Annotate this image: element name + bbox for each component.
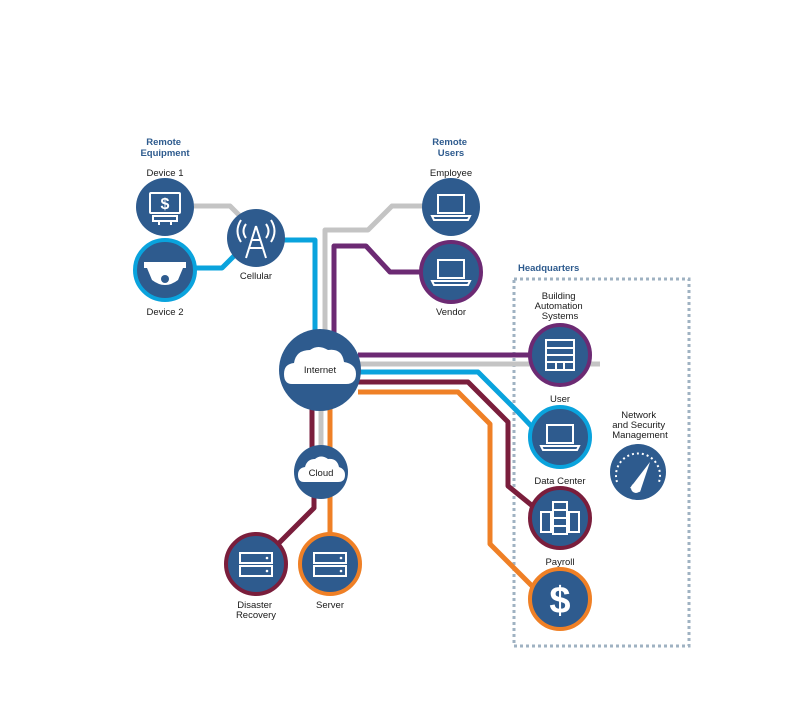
node-data-center	[528, 486, 592, 550]
line-cloud-disaster	[274, 494, 317, 548]
headquarters-header: Headquarters	[518, 263, 579, 274]
server-rack-icon	[540, 501, 580, 535]
label-data-center: Data Center	[534, 476, 585, 487]
label-device1: Device 1	[147, 168, 184, 179]
node-cloud	[294, 445, 348, 499]
pos-terminal-icon	[149, 192, 181, 225]
laptop-icon	[430, 259, 472, 286]
node-cellular	[227, 209, 285, 267]
line-internet-payroll	[358, 389, 534, 588]
security-camera-icon	[144, 262, 186, 285]
node-disaster-recovery	[224, 532, 288, 596]
gauge-icon	[615, 452, 661, 493]
node-server	[298, 532, 362, 596]
cloud-icon	[284, 347, 356, 384]
label-disaster-recovery: Disaster Recovery	[236, 600, 276, 621]
dollar-icon: $	[549, 580, 570, 622]
node-network-security	[610, 444, 666, 500]
label-payroll: Payroll	[545, 557, 574, 568]
label-server: Server	[316, 600, 344, 611]
headquarters-box	[512, 277, 691, 648]
label-device2: Device 2	[147, 307, 184, 318]
line-vendor-internet	[331, 243, 420, 340]
label-vendor: Vendor	[436, 307, 466, 318]
node-building-automation	[528, 323, 592, 387]
laptop-icon	[430, 194, 472, 221]
node-internet	[279, 329, 361, 411]
node-device1: $	[136, 178, 194, 236]
remote-equipment-header: Remote Equipment	[140, 137, 190, 159]
cloud-icon	[298, 456, 345, 482]
label-internet: Internet	[304, 365, 337, 376]
label-cloud: Cloud	[309, 468, 334, 479]
building-icon	[545, 339, 575, 371]
dollar-sign: $	[161, 196, 170, 213]
label-cellular: Cellular	[240, 271, 272, 282]
label-network-security: Network and Security Management	[612, 410, 668, 441]
line-device2-cellular	[190, 250, 240, 271]
label-building-automation: Building Automation Systems	[535, 291, 586, 322]
line-internet-datacenter	[358, 379, 537, 510]
node-vendor	[419, 240, 483, 304]
node-payroll: $	[528, 567, 592, 631]
server-icon	[239, 552, 273, 577]
line-internet-user	[358, 369, 537, 432]
line-employee-internet	[322, 203, 426, 338]
cell-tower-icon	[236, 219, 276, 259]
connection-lines	[190, 203, 600, 588]
label-user: User	[550, 394, 570, 405]
label-employee: Employee	[430, 168, 472, 179]
laptop-icon	[539, 424, 581, 451]
node-device2	[133, 238, 197, 302]
node-employee	[422, 178, 480, 236]
node-user	[528, 405, 592, 469]
remote-users-header: Remote Users	[432, 137, 469, 159]
server-icon	[313, 552, 347, 577]
line-cellular-internet	[282, 237, 318, 338]
